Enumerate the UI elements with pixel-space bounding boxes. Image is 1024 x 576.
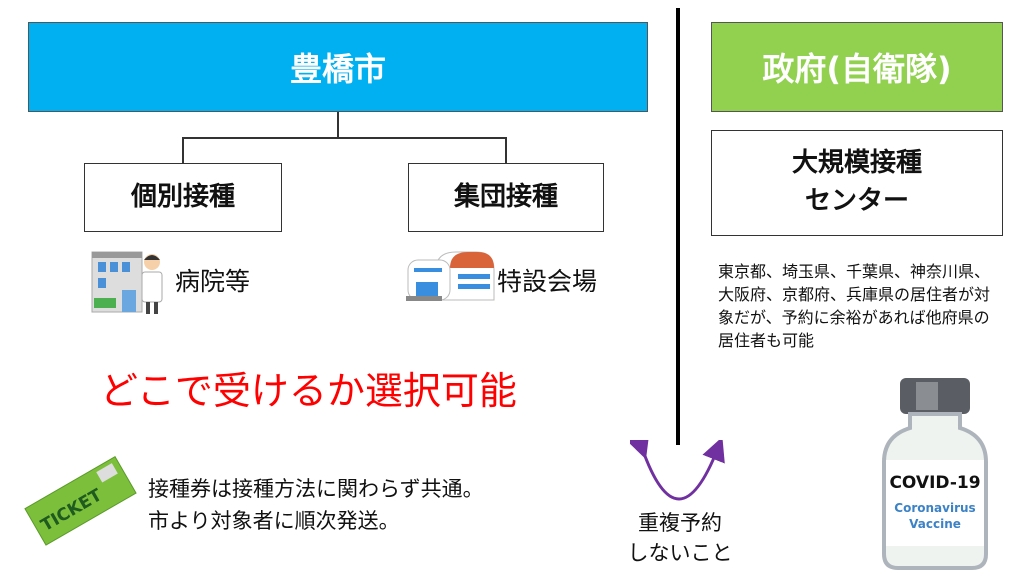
vial-title: COVID-19 [889, 473, 980, 493]
connector [505, 137, 507, 164]
divider-line [676, 8, 680, 445]
center-line-1: 大規模接種 [791, 148, 922, 179]
no-double-booking-note: 重複予約 しないこと [610, 508, 750, 568]
note-line-2: しないこと [627, 541, 733, 565]
double-arrow [630, 440, 725, 501]
choice-highlight-text: どこで受けるか選択可能 [100, 369, 517, 413]
eligibility-description: 東京都、埼玉県、千葉県、神奈川県、大阪府、京都府、兵庫県の居住者が対象だが、予約… [718, 262, 991, 350]
connector [337, 112, 339, 139]
hospital-doctor-icon [91, 251, 163, 314]
group-vaccination-box: 集団接種 [408, 163, 604, 232]
ticket-info-line-1: 接種券は接種方法に関わらず共通。 [148, 477, 484, 501]
ticket-info-line-2: 市より対象者に順次発送。 [148, 509, 400, 533]
government-header: 政府(自衛隊) [711, 22, 1003, 112]
connector [182, 137, 507, 139]
mass-vaccination-center-box: 大規模接種 センター [711, 130, 1003, 236]
vial-line-2: Vaccine [909, 517, 961, 531]
connector [182, 137, 184, 164]
center-line-2: センター [804, 186, 909, 216]
ticket-icon: TICKET [24, 455, 137, 546]
venue-label: 特設会場 [497, 267, 598, 296]
individual-vaccination-box: 個別接種 [84, 163, 282, 232]
vaccine-vial-icon: COVID-19 Coronavirus Vaccine [882, 378, 988, 570]
note-line-1: 重複予約 [638, 511, 722, 535]
vial-line-1: Coronavirus [894, 501, 975, 515]
toyohashi-city-header: 豊橋市 [28, 22, 648, 112]
hospital-label: 病院等 [175, 267, 251, 296]
venue-building-icon [406, 251, 495, 301]
